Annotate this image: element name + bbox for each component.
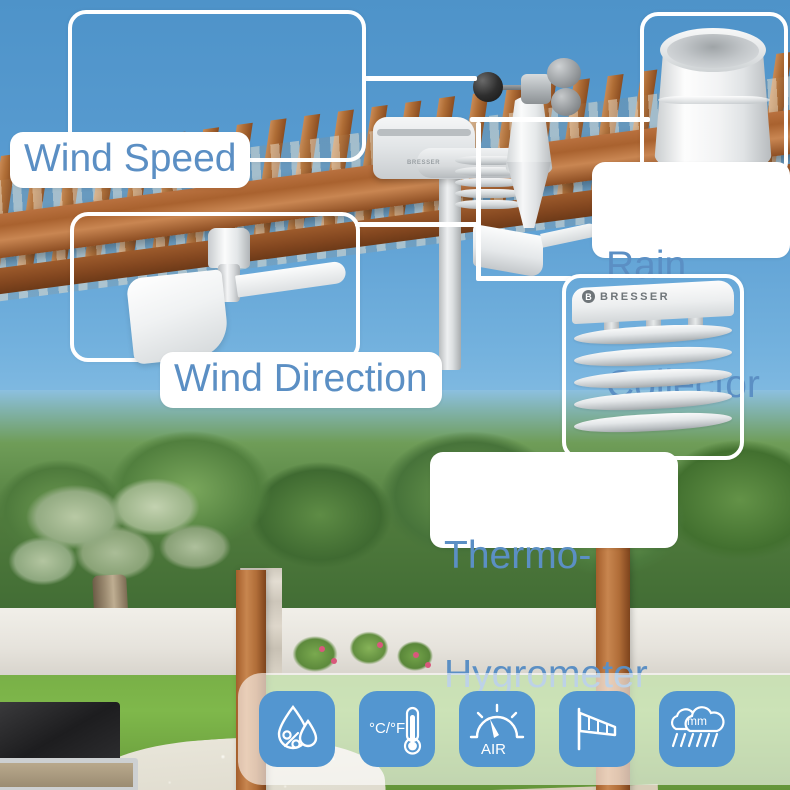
label-wind-speed: Wind Speed: [10, 132, 251, 188]
station-mast: [439, 170, 461, 370]
feature-tile-air-pressure[interactable]: AIR: [459, 691, 535, 767]
connector-thermo-h: [476, 276, 572, 281]
weather-station-unit: BRESSER: [355, 52, 605, 370]
label-thermo-hygrometer: Thermo- Hygrometer: [430, 452, 678, 694]
barometer-icon: AIR: [469, 703, 525, 757]
label-rain-collector: Rain Collector: [592, 162, 790, 404]
connector-wind-direction: [355, 222, 480, 227]
connector-wind-speed: [362, 76, 477, 81]
rain-cloud-icon: mm: [670, 706, 725, 748]
flower-bushes: [285, 618, 455, 680]
label-wind-speed-text: Wind Speed: [24, 136, 237, 180]
label-rain-line-1: Rain: [606, 243, 687, 287]
windsock-icon: [577, 707, 617, 751]
feature-tile-wind[interactable]: [559, 691, 635, 767]
bresser-logo: B BRESSER: [582, 290, 670, 303]
anemometer-cup-2: [551, 88, 581, 116]
label-wind-direction-text: Wind Direction: [174, 356, 428, 400]
bresser-logo-mark: B: [582, 290, 595, 303]
station-wind-vane: [473, 223, 543, 279]
bresser-logo-text: BRESSER: [600, 290, 670, 303]
patio-table: [0, 758, 138, 790]
feature-tile-humidity[interactable]: [259, 691, 335, 767]
anemometer-cup-1: [547, 58, 581, 88]
anemometer-cup-dark: [473, 72, 503, 102]
thermo-hygrometer-shield: B BRESSER: [568, 279, 738, 450]
label-wind-direction: Wind Direction: [160, 352, 442, 408]
svg-text:°C/°F: °C/°F: [369, 720, 405, 737]
connector-thermo-v2: [476, 240, 481, 280]
wind-vane-illustration: [100, 228, 347, 365]
connector-thermo-v: [476, 122, 481, 242]
rain-collector-funnel: [648, 22, 778, 172]
station-wind-vane-tail: [540, 222, 598, 248]
label-thermo-line-1: Thermo-: [444, 533, 592, 577]
anemometer-hub: [521, 74, 551, 104]
station-anemometer: [473, 58, 593, 120]
svg-text:AIR: AIR: [481, 741, 506, 757]
feature-icon-bar: °C/°F AIR: [238, 673, 790, 785]
station-radiation-shield: [455, 156, 523, 212]
station-brand-mark: BRESSER: [407, 160, 441, 166]
connector-rain-collector: [470, 117, 650, 122]
humidity-drop-icon: [277, 705, 318, 750]
thermometer-icon: °C/°F: [369, 706, 422, 755]
svg-text:mm: mm: [687, 714, 707, 728]
feature-tile-rainfall[interactable]: mm: [659, 691, 735, 767]
feature-tile-temperature[interactable]: °C/°F: [359, 691, 435, 767]
